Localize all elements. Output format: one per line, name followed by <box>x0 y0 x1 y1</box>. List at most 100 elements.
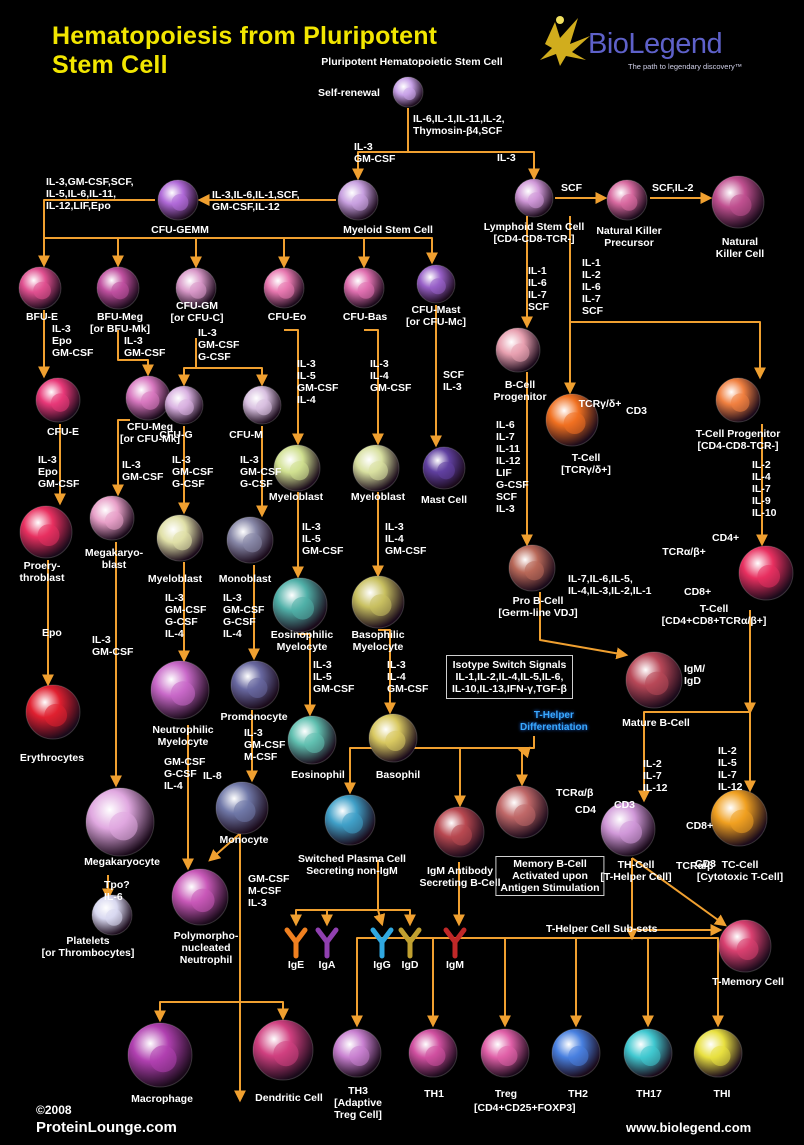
label-th2: TH2 <box>568 1088 588 1100</box>
lineage-arrow <box>284 329 304 446</box>
label-f-basmy: IL-3 IL-4 GM-CSF <box>387 659 429 695</box>
label-f-cfubas: IL-3 IL-4 GM-CSF <box>370 358 412 394</box>
label-bfumeg: BFU-Meg [or BFU-Mk] <box>89 311 151 335</box>
label-f-mono: GM-CSF M-CSF IL-3 <box>248 873 290 909</box>
antibody-igd-icon: IgD <box>398 927 422 971</box>
lineage-arrow <box>321 909 378 927</box>
cell-neumy-icon <box>150 660 210 720</box>
copyright: ©2008 <box>36 1103 72 1117</box>
antibody-label: IgD <box>402 959 419 971</box>
label-f-mb1: IL-3 IL-5 GM-CSF <box>302 521 344 557</box>
cell-mb3-icon <box>156 514 204 562</box>
label-thi: THI <box>713 1088 731 1100</box>
label-tcab: T-Cell [CD4+CD8+TCRα/β+] <box>661 603 767 627</box>
label-f-lsc-b: IL-1 IL-6 IL-7 SCF <box>528 265 549 313</box>
label-f-mb2: IL-3 IL-4 GM-CSF <box>385 521 427 557</box>
cell-probc-icon <box>508 544 556 592</box>
title-line-1: Hematopoiesis from Pluripotent <box>52 22 438 50</box>
label-phsc: Pluripotent Hematopoietic Stem Cell <box>321 56 503 68</box>
isotype-switch-box: Isotype Switch Signals IL-1,IL-2,IL-4,IL… <box>446 655 573 699</box>
label-cd3b: CD3 <box>614 799 636 811</box>
label-tmem: T-Memory Cell <box>712 976 784 988</box>
cell-cfubas-icon <box>343 267 385 309</box>
lineage-arrow <box>408 151 540 181</box>
label-f-th: IL-2 IL-7 IL-12 <box>643 758 668 794</box>
label-eos: Eosinophil <box>291 769 345 781</box>
cell-cfugm-icon <box>175 267 217 309</box>
label-bfue: BFU-E <box>25 311 59 323</box>
label-nkp: Natural Killer Precursor <box>596 225 662 249</box>
label-f-tc: IL-2 IL-5 IL-7 IL-12 <box>718 745 743 793</box>
lineage-arrow <box>517 746 531 759</box>
label-monob: Monoblast <box>218 573 272 585</box>
antibody-igg-icon: IgG <box>370 927 394 971</box>
label-treg: Treg <box>494 1088 518 1100</box>
label-plt: Platelets [or Thrombocytes] <box>41 935 135 959</box>
label-tcr-ab: TCRα/β+ <box>662 546 706 558</box>
label-cd4b: CD4 <box>575 804 597 816</box>
cell-mono-icon <box>215 781 269 835</box>
antibody-label: IgM <box>446 959 464 971</box>
lineage-arrow <box>117 330 154 377</box>
label-cfueo: CFU-Eo <box>267 311 307 323</box>
cell-eos-icon <box>287 715 337 765</box>
label-f-cfue: IL-3 Epo GM-CSF <box>38 454 80 490</box>
label-matb: Mature B-Cell <box>622 717 690 729</box>
antibody-ige-icon: IgE <box>284 927 308 971</box>
cell-pmn-icon <box>171 868 229 926</box>
lineage-arrow <box>569 216 766 380</box>
label-th: TH-Cell [T-Helper Cell] <box>600 859 672 883</box>
label-f-mkb: IL-3 GM-CSF <box>92 634 134 658</box>
label-th1: TH1 <box>424 1088 444 1100</box>
label-f-to-lsc: IL-3 <box>497 152 516 164</box>
label-cfue: CFU-E <box>46 426 80 438</box>
label-promono: Promonocyte <box>220 711 288 723</box>
cell-bfumeg-icon <box>96 266 140 310</box>
label-f-tcp: IL-2 IL-4 IL-7 IL-9 IL-10 <box>752 459 777 519</box>
label-f-cfumast: SCF IL-3 <box>443 369 464 393</box>
label-cfugm: CFU-GM [or CFU-C] <box>170 300 224 324</box>
cell-tmem-icon <box>718 919 772 973</box>
lineage-arrow <box>378 909 416 927</box>
label-basmy: Basophilic Myelocyte <box>351 629 405 653</box>
cell-cfum-icon <box>242 385 282 425</box>
cell-nkp-icon <box>606 179 648 221</box>
cell-nk-icon <box>711 175 765 229</box>
cell-plt-icon <box>91 894 133 936</box>
label-cfugemm: CFU-GEMM <box>151 224 209 236</box>
lineage-arrow <box>378 629 396 715</box>
cell-cfue-icon <box>35 377 81 423</box>
label-th3: TH3 [Adaptive Treg Cell] <box>334 1085 382 1121</box>
cell-cfumast-icon <box>416 264 456 304</box>
label-th17: TH17 <box>636 1088 662 1100</box>
poster-title: Hematopoiesis from Pluripotent Stem Cell <box>52 22 437 80</box>
label-cd8: CD8+ <box>684 586 712 598</box>
label-f-neumy: GM-CSF G-CSF IL-4 <box>164 756 206 792</box>
lineage-arrow <box>632 937 724 1028</box>
lineage-arrow <box>208 829 245 862</box>
cell-tcp-icon <box>715 377 761 423</box>
cell-layer <box>18 76 794 1088</box>
label-pmn: Polymorpho- nucleated Neutrophil <box>173 930 239 966</box>
label-f-eomy: IL-3 IL-5 GM-CSF <box>313 659 355 695</box>
label-self-renewal: Self-renewal <box>318 87 380 99</box>
cell-cfug-icon <box>164 385 204 425</box>
label-mb2: Myeloblast <box>350 491 406 503</box>
label-f-mb3: IL-3 GM-CSF G-CSF IL-4 <box>165 592 207 640</box>
label-bcp: B-Cell Progenitor <box>493 379 547 403</box>
label-cfum: CFU-M <box>229 429 263 441</box>
cell-matb-icon <box>625 651 683 709</box>
label-f-mkc: Tpo? IL-6 <box>104 879 130 903</box>
cell-mkb-icon <box>89 495 135 541</box>
lineage-arrow <box>539 592 629 660</box>
label-f-lsc-t: IL-1 IL-2 IL-6 IL-7 SCF <box>582 257 603 317</box>
cell-pro-icon <box>19 505 73 559</box>
label-il8: IL-8 <box>203 770 222 782</box>
cell-cfueo-icon <box>263 267 305 309</box>
label-f-bcp: IL-6 IL-7 IL-11 IL-12 LIF G-CSF SCF IL-3 <box>496 419 529 515</box>
antibody-igm-icon: IgM <box>443 927 467 971</box>
biolegend-logo-icon <box>540 16 590 66</box>
cell-eomy-icon <box>272 577 328 633</box>
label-cfumeg: CFU-Meg [or CFU-Mk] <box>119 421 181 445</box>
